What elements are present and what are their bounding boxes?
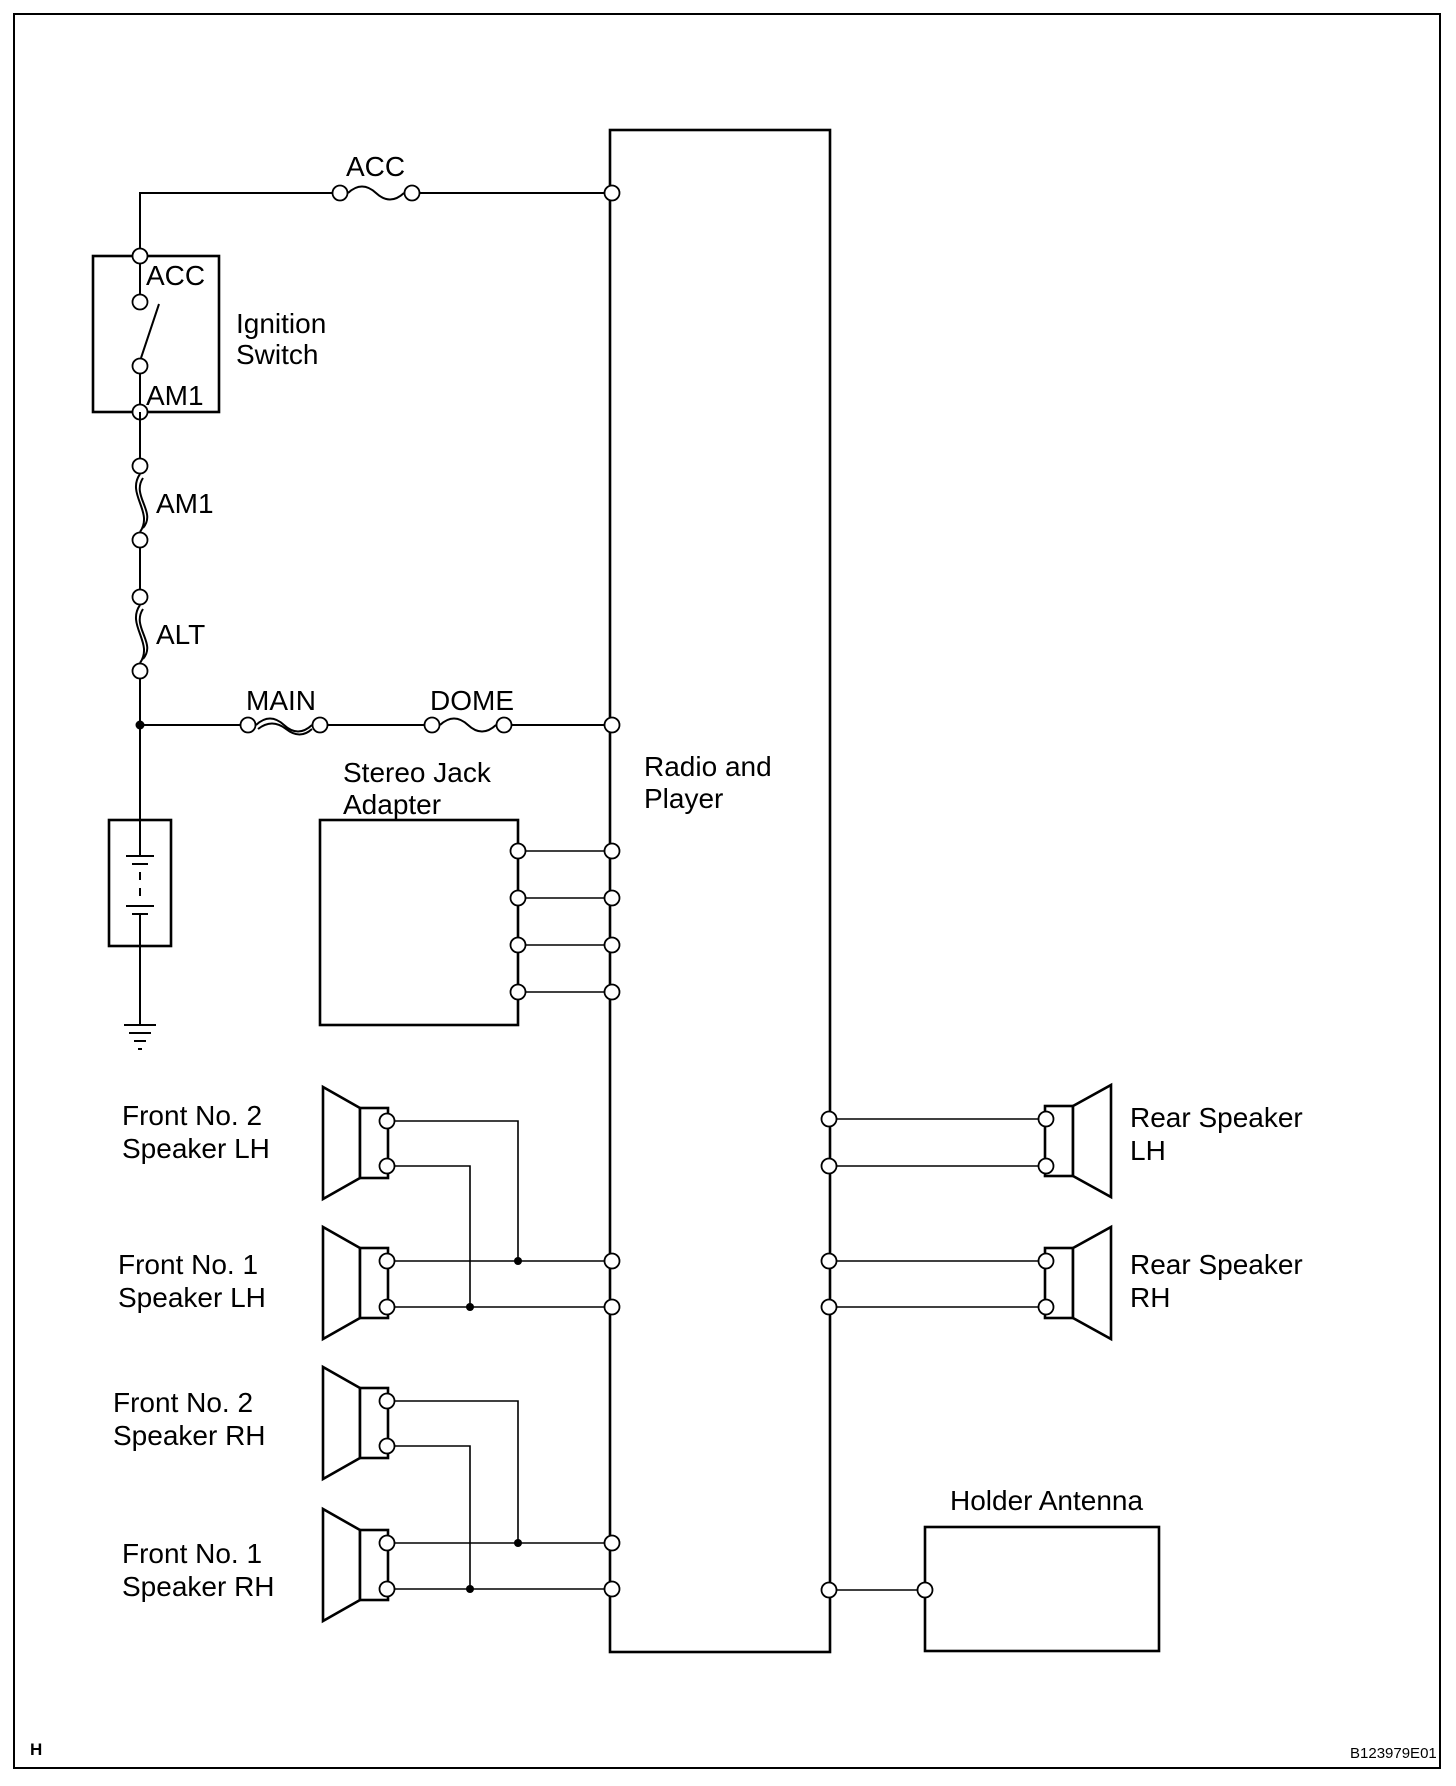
ignition-am1-label: AM1 [146,380,204,411]
front-no1-rh-label-2: Speaker RH [122,1571,275,1602]
front-no1-rh-label: Front No. 1 [122,1538,262,1569]
stereo-jack-label-2: Adapter [343,789,441,820]
front-no2-lh-label-2: Speaker LH [122,1133,270,1164]
radio-player-label: Radio and [644,751,772,782]
front-no1-lh-label: Front No. 1 [118,1249,258,1280]
rear-speaker-lh-label-2: LH [1130,1135,1166,1166]
am1-fusible-link [134,473,149,533]
dome-fuse [439,717,497,733]
acc-fuse [347,185,405,201]
diagram-border [13,13,1441,1769]
fusible-links: AM1 ALT [131,412,214,725]
front-no1-speaker-rh: Front No. 1 Speaker RH [122,1506,396,1624]
main-fuse-label: MAIN [246,685,316,716]
rear-speaker-rh-label: Rear Speaker [1130,1249,1303,1280]
front-no2-lh-label: Front No. 2 [122,1100,262,1131]
stereo-jack-adapter: Stereo Jack Adapter [318,757,621,1027]
alt-fuse-label: ALT [156,619,205,650]
battery [107,725,173,1025]
figure-code: B123979E01 [1350,1745,1437,1762]
holder-antenna-label: Holder Antenna [950,1485,1143,1516]
stereo-jack-label: Stereo Jack [343,757,492,788]
radio-player-box [608,128,832,1654]
corner-mark: H [30,1740,42,1759]
switch-contact-arm [140,303,160,359]
ignition-switch-label-2: Switch [236,339,318,370]
acc-circuit: ACC [139,151,621,256]
ignition-switch: ACC AM1 Ignition Switch [91,247,326,421]
front-no1-speaker-lh: Front No. 1 Speaker LH [118,1224,396,1342]
front-no2-speaker-lh: Front No. 2 Speaker LH [122,1084,396,1202]
rear-speaker-rh-label-2: RH [1130,1282,1170,1313]
front-lh-wiring [395,1120,621,1316]
acc-fuse-label: ACC [346,151,405,182]
ground-symbol [124,1024,156,1050]
rear-speaker-lh-label: Rear Speaker [1130,1102,1303,1133]
rear-speaker-rh: Rear Speaker RH [820,1224,1303,1342]
dome-fuse-label: DOME [430,685,514,716]
radio-player-label-2: Player [644,783,723,814]
front-no1-lh-label-2: Speaker LH [118,1282,266,1313]
main-fusible-link [255,717,313,736]
main-dome-circuit: MAIN DOME [135,685,621,736]
ignition-switch-label: Ignition [236,308,326,339]
front-rh-wiring [395,1400,621,1598]
ignition-acc-label: ACC [146,260,205,291]
front-no2-rh-label-2: Speaker RH [113,1420,266,1451]
front-no2-rh-label: Front No. 2 [113,1387,253,1418]
front-no2-speaker-rh: Front No. 2 Speaker RH [113,1364,396,1482]
alt-fusible-link [134,604,149,664]
holder-antenna: Holder Antenna [820,1485,1161,1653]
rear-speaker-lh: Rear Speaker LH [820,1082,1303,1200]
am1-fuse-label: AM1 [156,488,214,519]
